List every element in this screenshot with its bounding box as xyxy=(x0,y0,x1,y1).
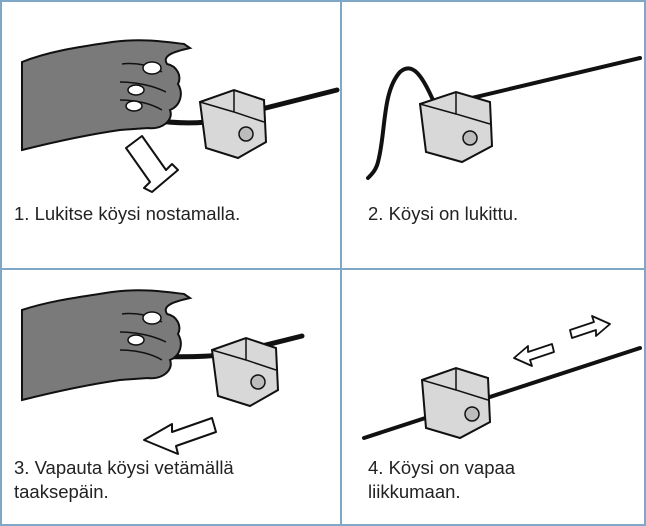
step-4-cell: 4. Köysi on vapaa liikkumaan. xyxy=(342,270,644,524)
rope-clamp-icon xyxy=(200,90,266,158)
step-2-cell: 2. Köysi on lukittu. xyxy=(342,2,644,268)
step-4-illustration xyxy=(342,270,644,460)
step-3-caption-line-2: taaksepäin. xyxy=(14,480,234,504)
step-2-illustration xyxy=(342,2,644,202)
step-3-caption: 3. Vapauta köysi vetämällä taaksepäin. xyxy=(14,456,234,504)
step-4-caption-line-1: 4. Köysi on vapaa xyxy=(368,456,515,480)
step-4-caption-line-2: liikkumaan. xyxy=(368,480,515,504)
rope-clamp-icon xyxy=(420,92,492,162)
arrow-up-icon xyxy=(126,136,178,192)
step-1-cell: 1. Lukitse köysi nostamalla. xyxy=(2,2,340,268)
step-3-caption-line-1: 3. Vapauta köysi vetämällä xyxy=(14,456,234,480)
step-3-illustration xyxy=(2,270,340,460)
rope-clamp-icon xyxy=(422,368,490,438)
step-1-illustration xyxy=(2,2,340,202)
step-2-caption: 2. Köysi on lukittu. xyxy=(368,202,518,226)
arrow-left-icon xyxy=(144,418,216,454)
step-3-cell: 3. Vapauta köysi vetämällä taaksepäin. xyxy=(2,270,340,524)
hand-icon xyxy=(22,40,190,150)
double-arrow-icon xyxy=(514,316,610,366)
rope-icon xyxy=(364,348,640,438)
hand-icon xyxy=(22,290,190,400)
step-1-caption: 1. Lukitse köysi nostamalla. xyxy=(14,202,240,226)
step-4-caption: 4. Köysi on vapaa liikkumaan. xyxy=(368,456,515,504)
rope-clamp-icon xyxy=(212,338,278,406)
